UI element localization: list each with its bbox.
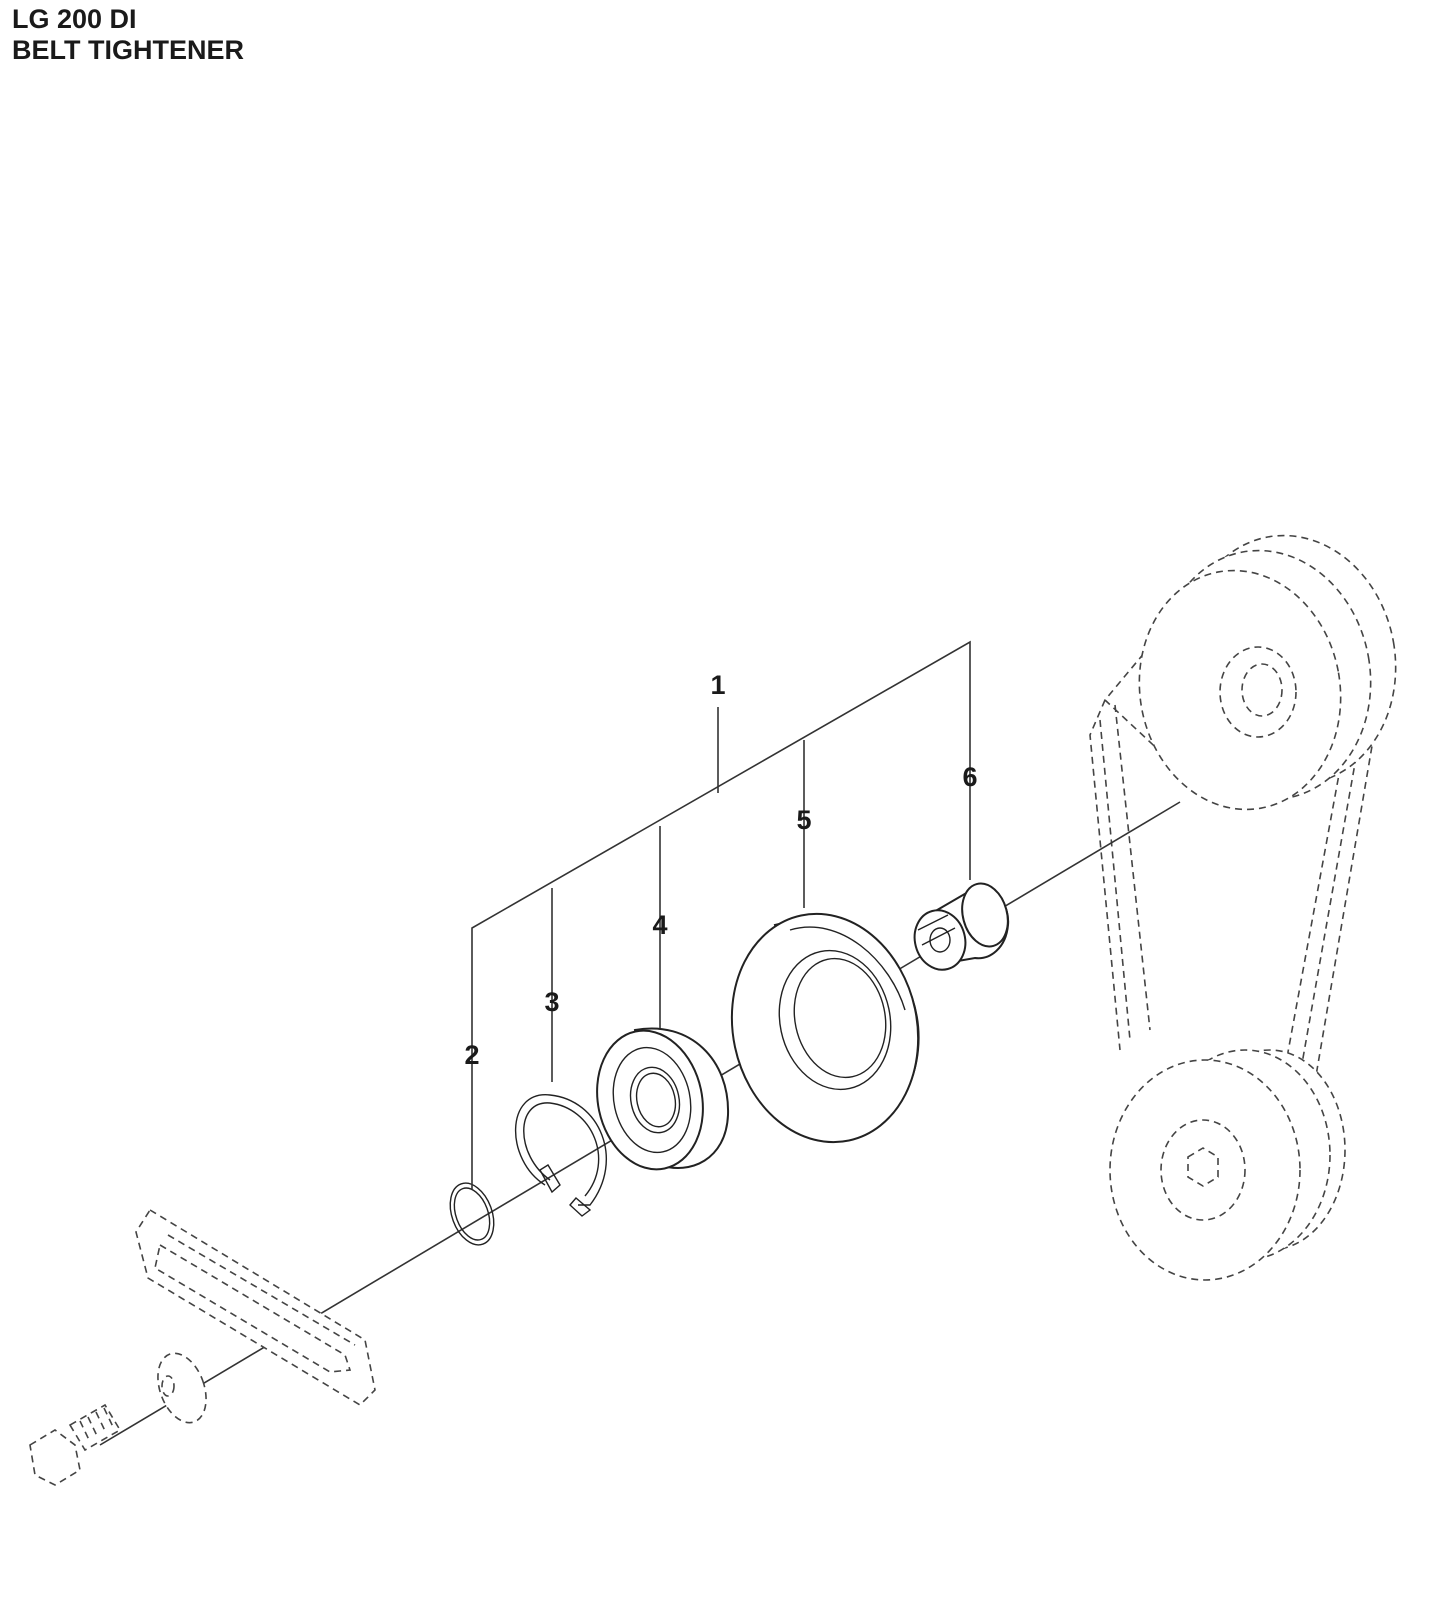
pulley <box>730 912 920 1144</box>
callout-1: 1 <box>710 670 725 700</box>
belt <box>1089 609 1391 1221</box>
leader-lines <box>471 640 971 1190</box>
washer <box>157 1352 207 1424</box>
retaining-ring-large <box>514 1094 607 1217</box>
engine-pulley <box>1138 534 1397 811</box>
callout-2: 2 <box>464 1040 479 1070</box>
callout-4: 4 <box>652 910 667 940</box>
retaining-ring-small <box>449 1182 495 1246</box>
driven-pulley <box>1109 1049 1346 1281</box>
bolt <box>29 1403 122 1486</box>
belt-drive-reference <box>1089 534 1397 1281</box>
ball-bearing <box>596 1027 730 1171</box>
section-title: BELT TIGHTENER <box>12 35 244 65</box>
callout-6: 6 <box>962 762 977 792</box>
shaft-bushing <box>913 882 1010 971</box>
model-title: LG 200 DI <box>12 4 137 34</box>
slotted-bracket <box>135 1208 376 1407</box>
callout-5: 5 <box>796 805 811 835</box>
callout-3: 3 <box>544 987 559 1017</box>
